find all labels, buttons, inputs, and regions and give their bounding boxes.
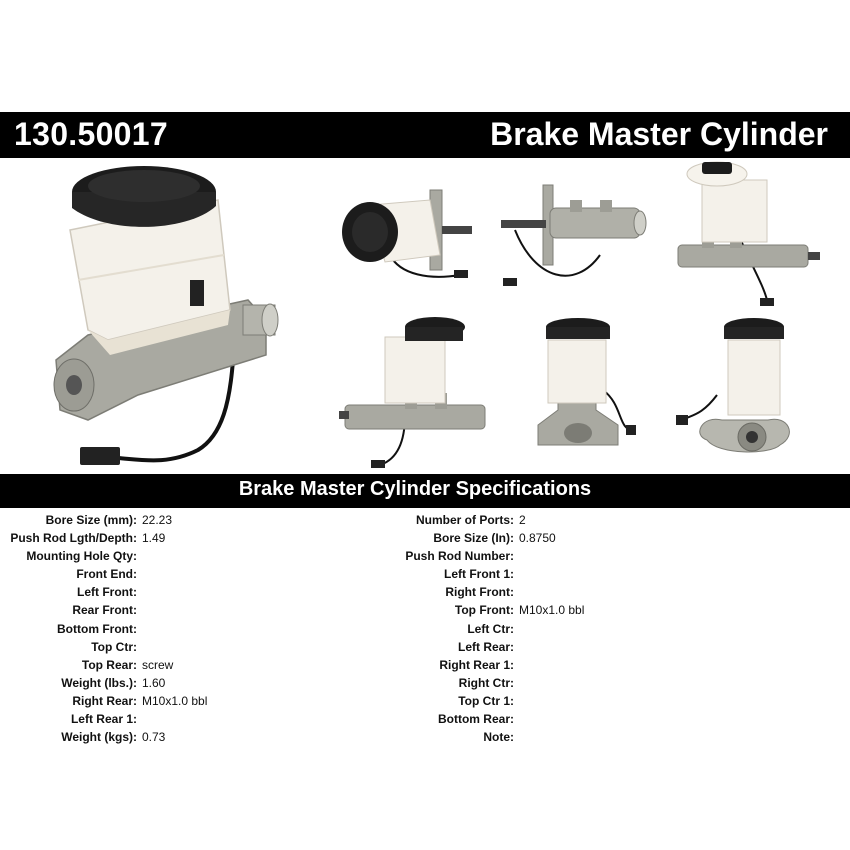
spec-label: Note: (483, 730, 514, 745)
spec-row: Right Ctr: (400, 674, 850, 692)
spec-row: Weight (lbs.): 1.60 (0, 674, 400, 692)
spec-row: Top Ctr: (0, 638, 400, 656)
spec-label: Weight (lbs.): (61, 675, 137, 690)
spec-label: Rear Front: (72, 603, 137, 618)
spec-label: Left Rear 1: (70, 712, 137, 727)
spec-label: Bottom Front: (57, 621, 137, 636)
spec-row: Number of Ports: 2 (400, 511, 850, 529)
spec-row: Top Rear: screw (0, 656, 400, 674)
spec-row: Push Rod Lgth/Depth: 1.49 (0, 529, 400, 547)
product-view-1 (330, 180, 490, 290)
spec-label: Top Ctr: (91, 639, 137, 654)
spec-label: Right Front: (445, 585, 514, 600)
spec-label: Left Front: (77, 585, 137, 600)
spec-row: Mounting Hole Qty: (0, 547, 400, 565)
spec-label: Mounting Hole Qty: (26, 549, 137, 564)
spec-row: Push Rod Number: (400, 547, 850, 565)
spec-label: Push Rod Number: (405, 549, 514, 564)
spec-row: Rear Front: (0, 601, 400, 619)
header-bar: 130.50017 Brake Master Cylinder (0, 112, 850, 158)
specifications-title: Brake Master Cylinder Specifications (238, 478, 592, 500)
product-view-5 (528, 315, 638, 475)
specifications-bar: Brake Master Cylinder Specifications (0, 474, 850, 508)
spec-row: Bottom Front: (0, 620, 400, 638)
spec-row: Left Rear: (400, 638, 850, 656)
product-view-2 (495, 180, 655, 290)
spec-label: Bore Size (In): (433, 531, 514, 546)
spec-label: Top Front: (454, 603, 514, 618)
main-product-photo (48, 160, 308, 475)
spec-value: 1.60 (142, 675, 166, 690)
spec-label: Right Ctr: (458, 675, 514, 690)
product-view-3 (672, 160, 822, 310)
spec-row: Left Rear 1: (0, 710, 400, 728)
spec-label: Bore Size (mm): (45, 513, 137, 527)
spec-label: Weight (kgs): (61, 730, 137, 745)
spec-label: Bottom Rear: (437, 712, 514, 727)
spec-row: Right Front: (400, 583, 850, 601)
spec-label: Top Ctr 1: (458, 693, 514, 708)
spec-value: 0.8750 (519, 531, 556, 546)
spec-value: 1.49 (142, 531, 166, 546)
spec-label: Left Ctr: (467, 621, 514, 636)
spec-value: screw (142, 657, 174, 672)
spec-label: Right Rear 1: (439, 657, 514, 672)
spec-row: Weight (kgs): 0.73 (0, 728, 400, 746)
spec-value: M10x1.0 bbl (142, 693, 208, 708)
product-view-4 (335, 315, 495, 475)
spec-row: Left Ctr: (400, 620, 850, 638)
spec-value: 22.23 (142, 513, 173, 527)
spec-label: Front End: (76, 567, 137, 582)
product-view-6 (672, 315, 812, 475)
spec-label: Push Rod Lgth/Depth: (10, 531, 137, 546)
spec-row: Top Ctr 1: (400, 692, 850, 710)
spec-row: Bore Size (mm): 22.23 (0, 511, 400, 529)
spec-value: M10x1.0 bbl (519, 603, 585, 618)
spec-row: Bottom Rear: (400, 710, 850, 728)
spec-label: Top Rear: (81, 657, 137, 672)
spec-row: Top Front: M10x1.0 bbl (400, 601, 850, 619)
spec-label: Right Rear: (72, 693, 137, 708)
spec-row: Note: (400, 728, 850, 746)
spec-row: Left Front 1: (400, 565, 850, 583)
spec-row: Left Front: (0, 583, 400, 601)
spec-row: Front End: (0, 565, 400, 583)
spec-value: 0.73 (142, 730, 166, 745)
product-title: Brake Master Cylinder (490, 116, 828, 152)
spec-value: 2 (519, 513, 526, 527)
spec-label: Left Rear: (457, 639, 514, 654)
spec-label: Number of Ports: (415, 513, 514, 527)
part-number: 130.50017 (14, 116, 168, 152)
spec-row: Bore Size (In): 0.8750 (400, 529, 850, 547)
spec-label: Left Front 1: (444, 567, 514, 582)
spec-row: Right Rear: M10x1.0 bbl (0, 692, 400, 710)
spec-row: Right Rear 1: (400, 656, 850, 674)
